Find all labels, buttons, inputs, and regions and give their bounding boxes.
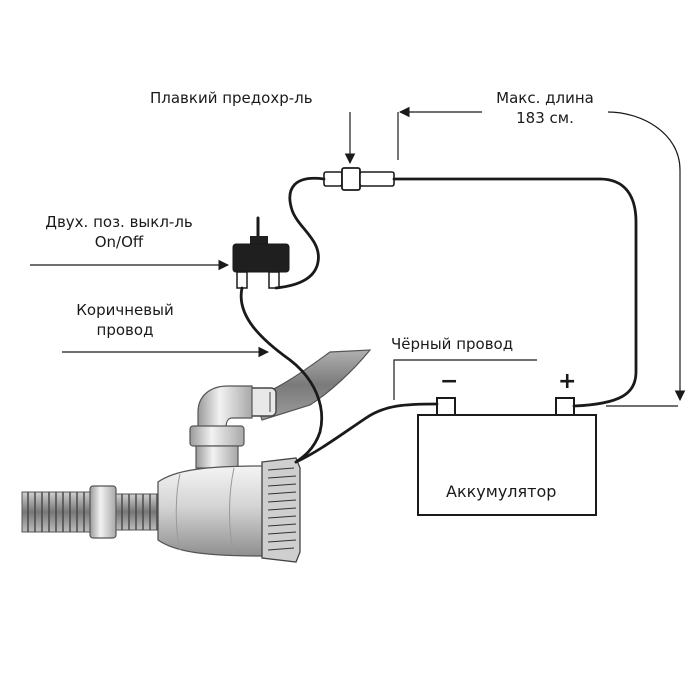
brown-wire-line1: Коричневый: [76, 301, 174, 319]
switch-line2: On/Off: [94, 233, 144, 251]
black-wire-label: Чёрный провод: [391, 335, 514, 353]
battery-negative-terminal: [436, 397, 456, 416]
battery: [417, 397, 597, 516]
brown-wire-line2: провод: [96, 321, 154, 339]
pump-intake-cap: [261, 457, 301, 563]
plus-sign: +: [558, 369, 577, 394]
switch-line1: Двух. поз. выкл-ль: [45, 213, 193, 231]
wire-fuse-to-battery-positive: [392, 177, 638, 408]
fuse-label: Плавкий предохр-ль: [150, 89, 313, 107]
brown-wire-label: Коричневый провод: [62, 300, 188, 340]
fuse-holder: [323, 167, 395, 191]
bilge-pump: [21, 349, 372, 563]
annotation-leaders: [30, 106, 686, 407]
battery-label: Аккумулятор: [446, 482, 557, 501]
on-off-switch: [232, 216, 290, 289]
max-length-label: Макс. длина 183 см.: [484, 88, 606, 128]
pump-coupling: [189, 425, 245, 447]
minus-sign: −: [440, 369, 459, 394]
fuse-center: [341, 167, 361, 191]
battery-positive-terminal: [555, 397, 575, 416]
wire-fuse-to-switch: [274, 176, 326, 290]
battery-body: [417, 414, 597, 516]
wires: [239, 176, 638, 464]
switch-body: [232, 243, 290, 273]
brown-wire: [239, 286, 324, 464]
max-length-line2: 183 см.: [516, 109, 574, 127]
switch-label: Двух. поз. выкл-ль On/Off: [30, 212, 208, 252]
black-wire: [294, 402, 439, 464]
corrugated-inlet-hose: [21, 485, 167, 539]
max-length-line1: Макс. длина: [496, 89, 594, 107]
